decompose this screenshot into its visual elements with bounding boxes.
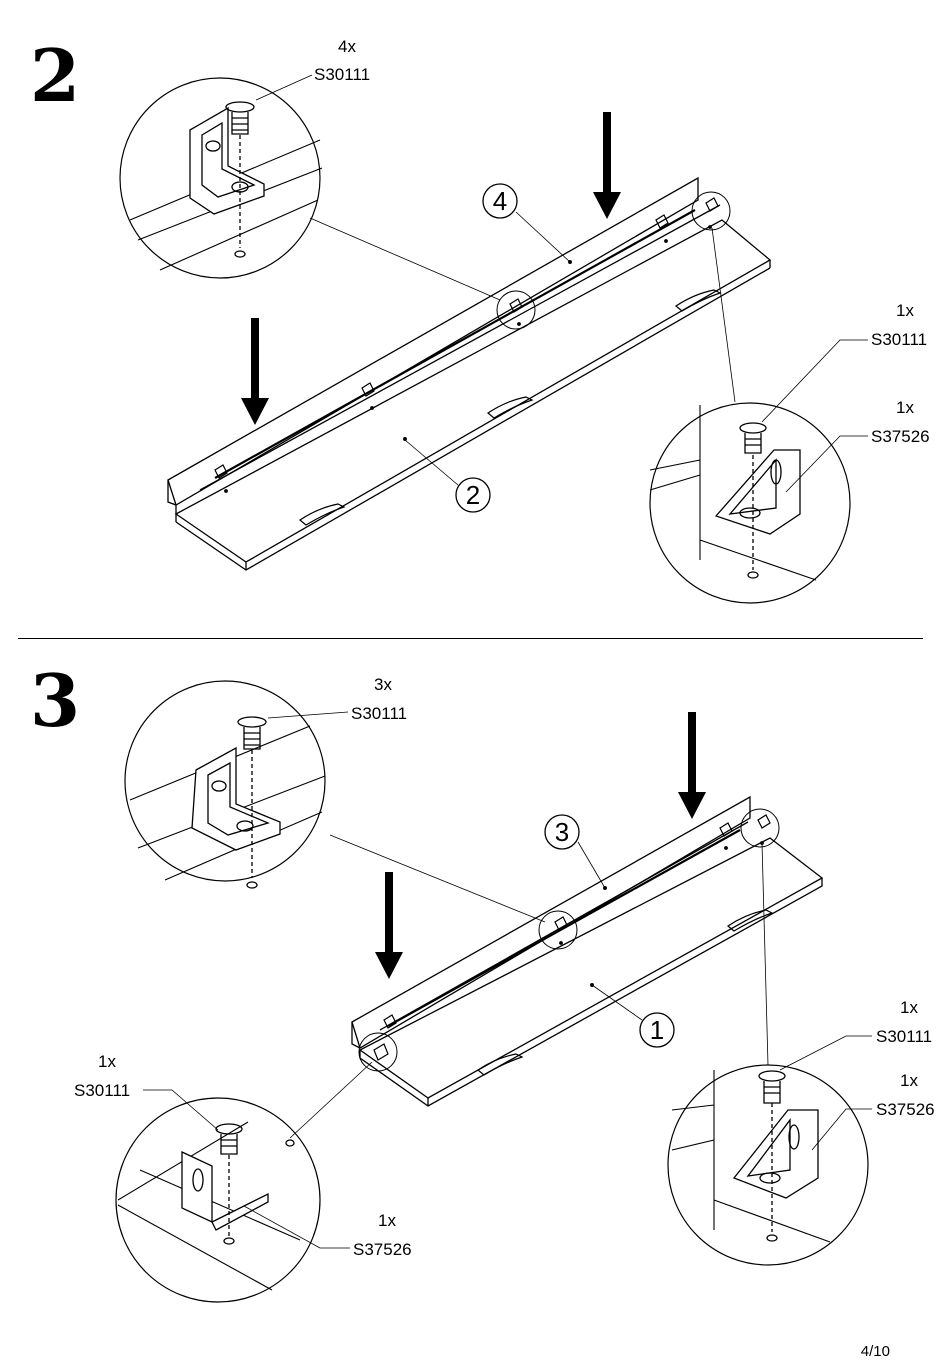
step-2-number: 2 — [30, 33, 80, 118]
step-3-right-screw-qty: 1x — [900, 998, 918, 1017]
step-3-right-bracket-code: S37526 — [876, 1100, 935, 1119]
step-3-left-bracket-qty: 1x — [378, 1211, 396, 1230]
step-2-right-bracket-code: S37526 — [871, 427, 930, 446]
step-2-part-back-label: 4 — [493, 186, 507, 216]
step-3-part-base-label: 1 — [650, 1015, 664, 1045]
step-2-diagram: 4 2 — [119, 74, 868, 604]
step-3-left-screw-code: S30111 — [74, 1081, 131, 1100]
step-3-part-back-label: 3 — [555, 817, 569, 847]
step-3-left-screw-qty: 1x — [98, 1052, 116, 1071]
step-3-right-screw-code: S30111 — [876, 1027, 933, 1046]
step-2-top-qty: 4x — [338, 37, 356, 56]
step-3-number: 3 — [30, 658, 80, 743]
step-2-part-base-label: 2 — [466, 480, 480, 510]
step-3-left-bracket-code: S37526 — [353, 1240, 412, 1259]
step-2-top-code: S30111 — [314, 65, 371, 84]
step-2-right-screw-code: S30111 — [871, 330, 928, 349]
step-3-right-bracket-qty: 1x — [900, 1071, 918, 1090]
page-number: 4/10 — [860, 1343, 890, 1360]
step-3-diagram: 3 1 — [115, 680, 872, 1303]
step-divider — [18, 638, 923, 639]
step-3-top-qty: 3x — [374, 675, 392, 694]
step-2-right-bracket-qty: 1x — [896, 398, 914, 417]
step-2-right-screw-qty: 1x — [896, 301, 914, 320]
step-3-top-code: S30111 — [351, 704, 408, 723]
